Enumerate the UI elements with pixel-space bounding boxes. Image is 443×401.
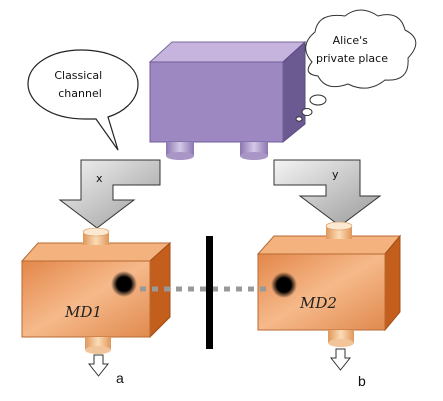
- classical-channel-text: Classical channel: [54, 69, 105, 100]
- arrow-x: [58, 159, 161, 229]
- arrow-x-label: x: [96, 172, 103, 185]
- md2-output-port: [328, 330, 354, 347]
- classical-bubble-line-1: Classical: [54, 69, 102, 82]
- output-arrow-b: [329, 348, 352, 371]
- output-label-a: a: [116, 370, 124, 386]
- md1-output-port: [85, 337, 111, 354]
- speech-bubble: [27, 49, 139, 151]
- thought-bubble: [295, 9, 417, 122]
- arrow-y: [273, 159, 382, 227]
- separation-wall: [206, 236, 213, 349]
- alice-private-place-text: Alice's private place: [316, 34, 388, 65]
- md1-box: [20, 241, 172, 339]
- alice-output-port-left: [166, 142, 194, 160]
- md1-label: MD1: [64, 303, 102, 321]
- md1-input-port: [82, 227, 110, 245]
- alice-bubble-line-1: Alice's: [333, 34, 368, 47]
- alice-output-port-right: [240, 142, 268, 160]
- md2-particle: [271, 272, 297, 298]
- output-arrow-a: [87, 354, 110, 377]
- alice-box: [148, 40, 307, 144]
- md1-particle: [111, 271, 137, 297]
- alice-bubble-line-2: private place: [316, 52, 388, 65]
- md2-label: MD2: [299, 294, 337, 312]
- md2-input-port: [325, 221, 353, 239]
- output-label-b: b: [358, 373, 366, 389]
- classical-bubble-line-2: channel: [58, 87, 102, 100]
- arrow-y-label: y: [332, 168, 339, 181]
